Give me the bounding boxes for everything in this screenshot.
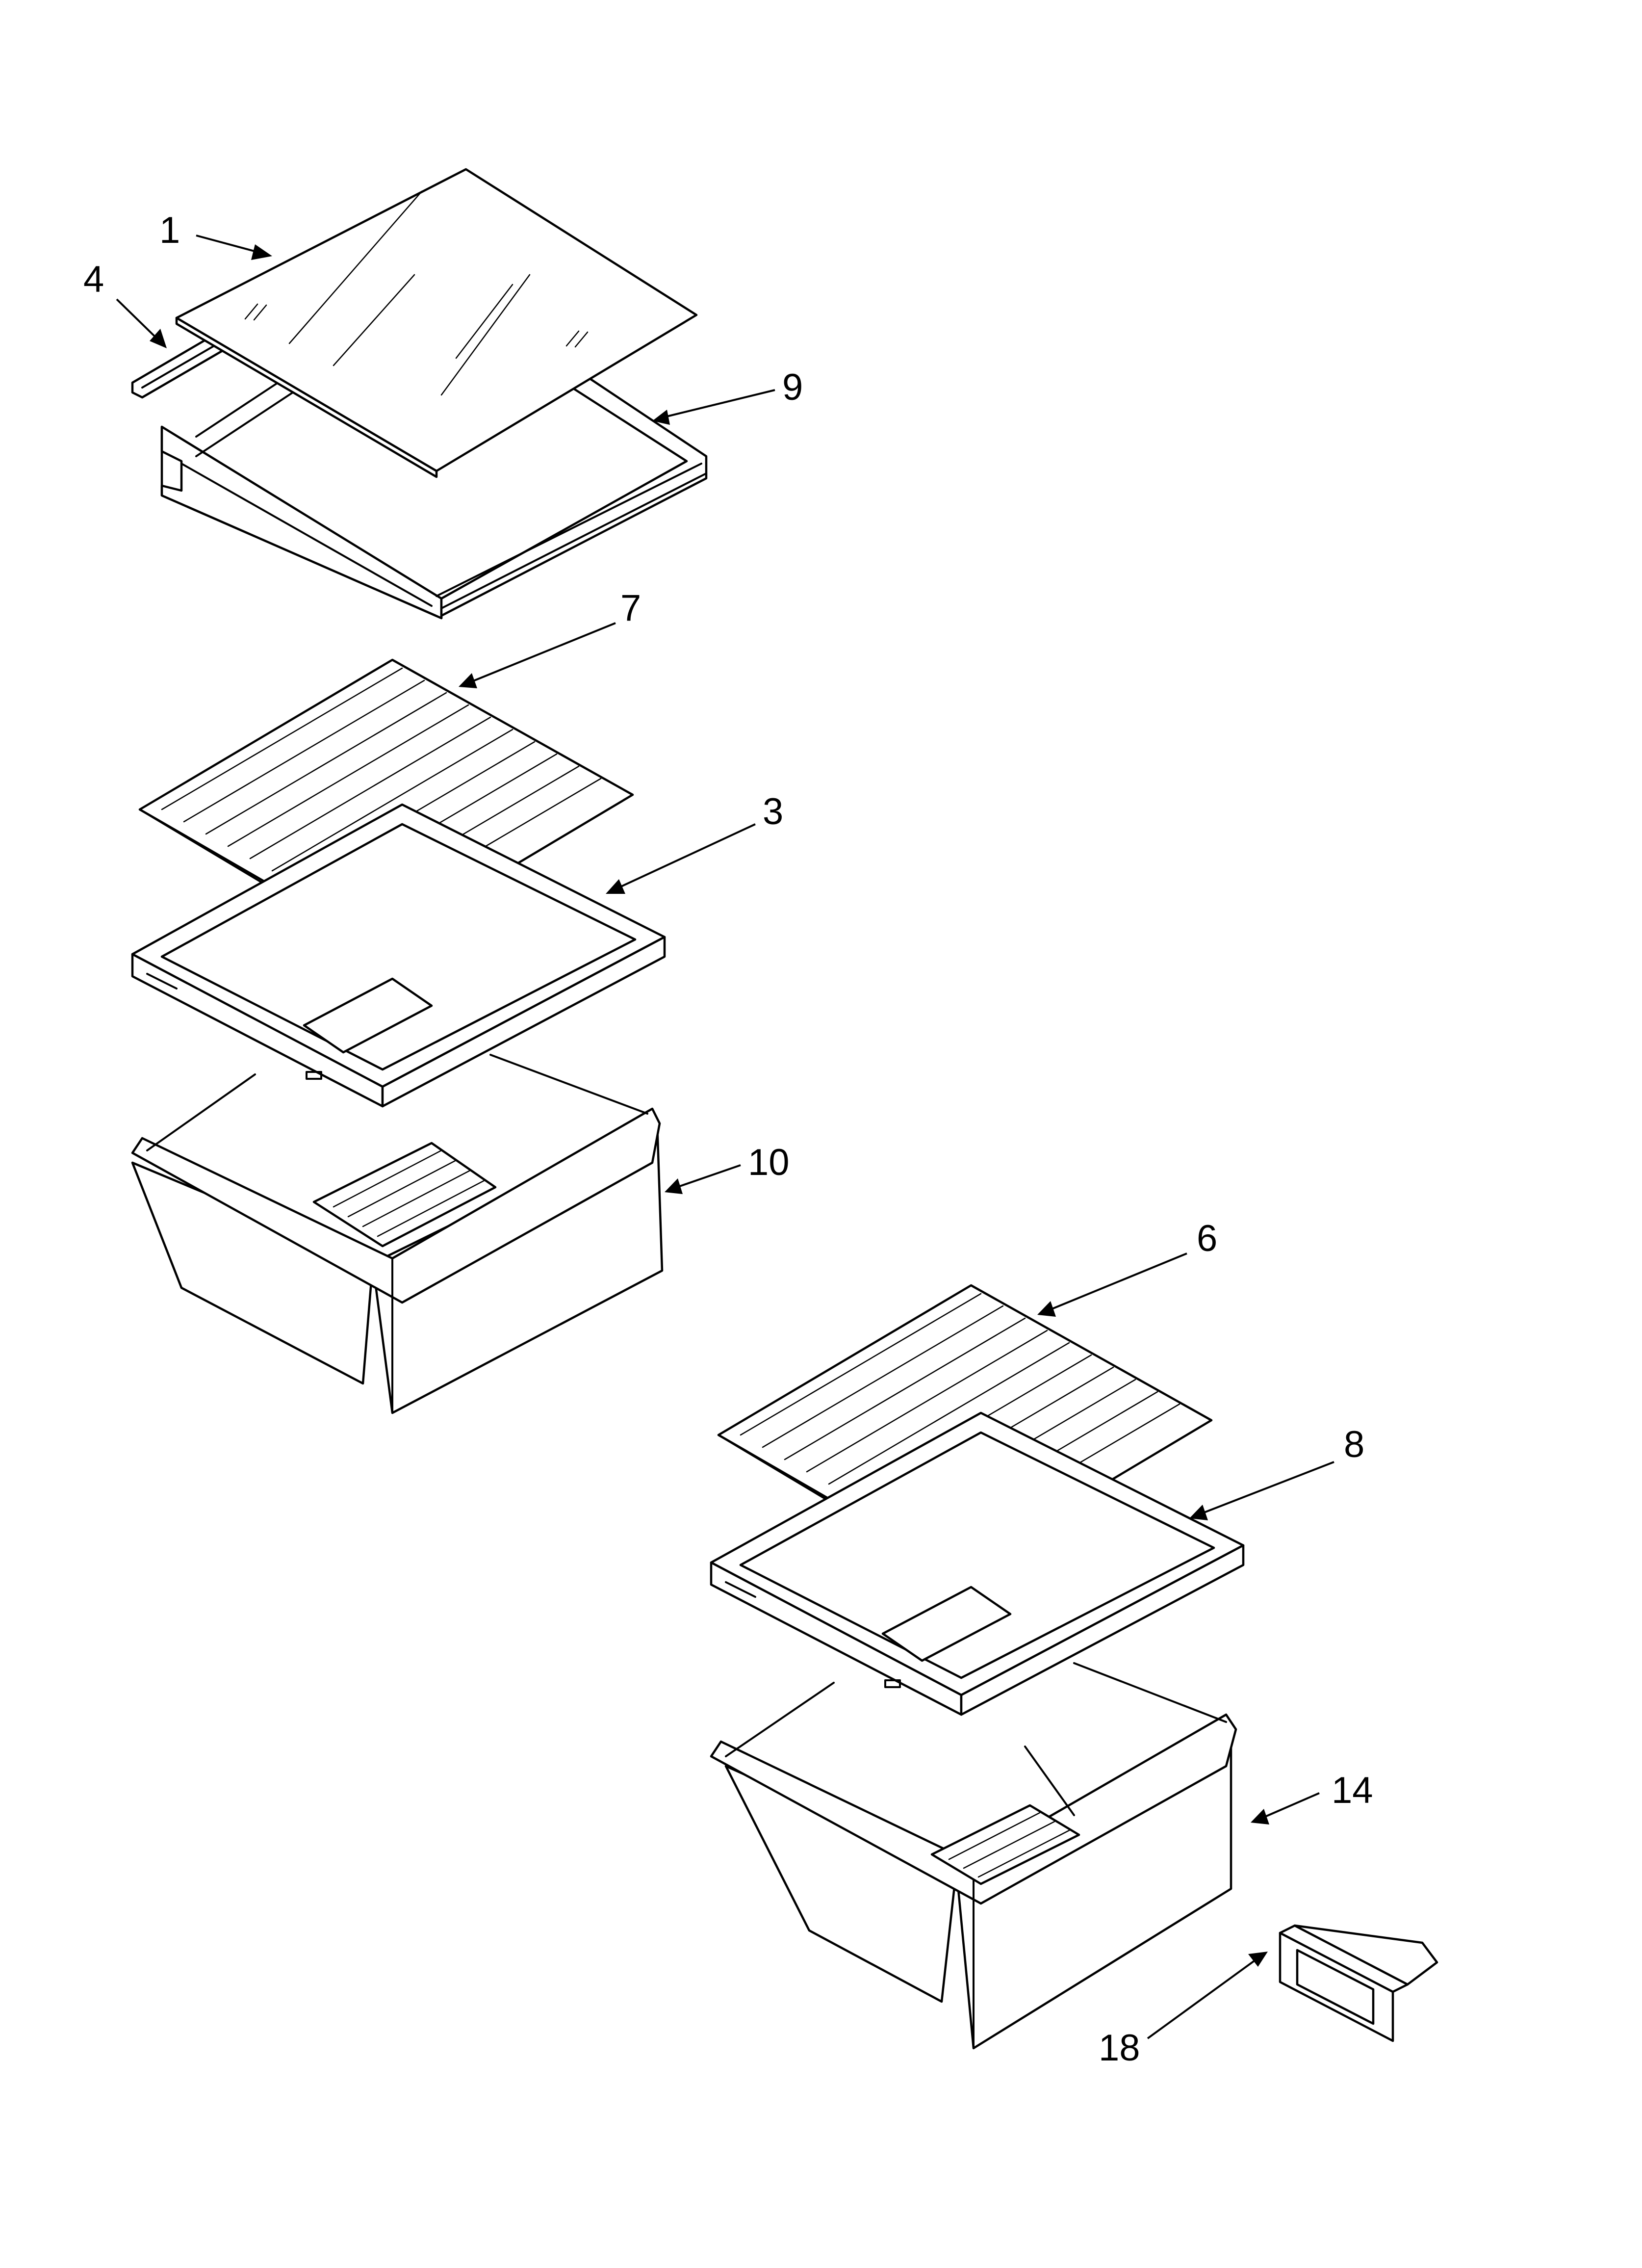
callout-3: 3 — [763, 791, 783, 833]
crisper-drawer-part-upper — [131, 1054, 664, 1414]
leader-arrows — [116, 235, 1334, 2039]
callout-9: 9 — [782, 366, 803, 408]
crisper-frame-part-upper — [131, 803, 666, 1108]
callout-14: 14 — [1332, 1770, 1373, 1811]
drawer-vent-lower — [930, 1804, 1080, 1885]
crisper-drawer-part-lower — [710, 1662, 1237, 2050]
callout-10: 10 — [748, 1142, 790, 1183]
callout-4: 4 — [83, 259, 104, 300]
label-holder-part — [1279, 1924, 1438, 2042]
crisper-cover-part-upper — [138, 658, 634, 953]
drawer-vent-upper — [312, 1142, 497, 1248]
callout-18: 18 — [1099, 2027, 1140, 2069]
callout-1: 1 — [159, 209, 180, 251]
glass-shelf-part — [175, 168, 698, 478]
crisper-frame-part-lower — [710, 1411, 1245, 1716]
callout-6: 6 — [1197, 1218, 1217, 1259]
callout-8: 8 — [1344, 1424, 1364, 1465]
callout-labels: 1 4 9 7 3 10 6 8 14 18 — [83, 209, 1373, 2069]
callout-7: 7 — [620, 587, 641, 629]
